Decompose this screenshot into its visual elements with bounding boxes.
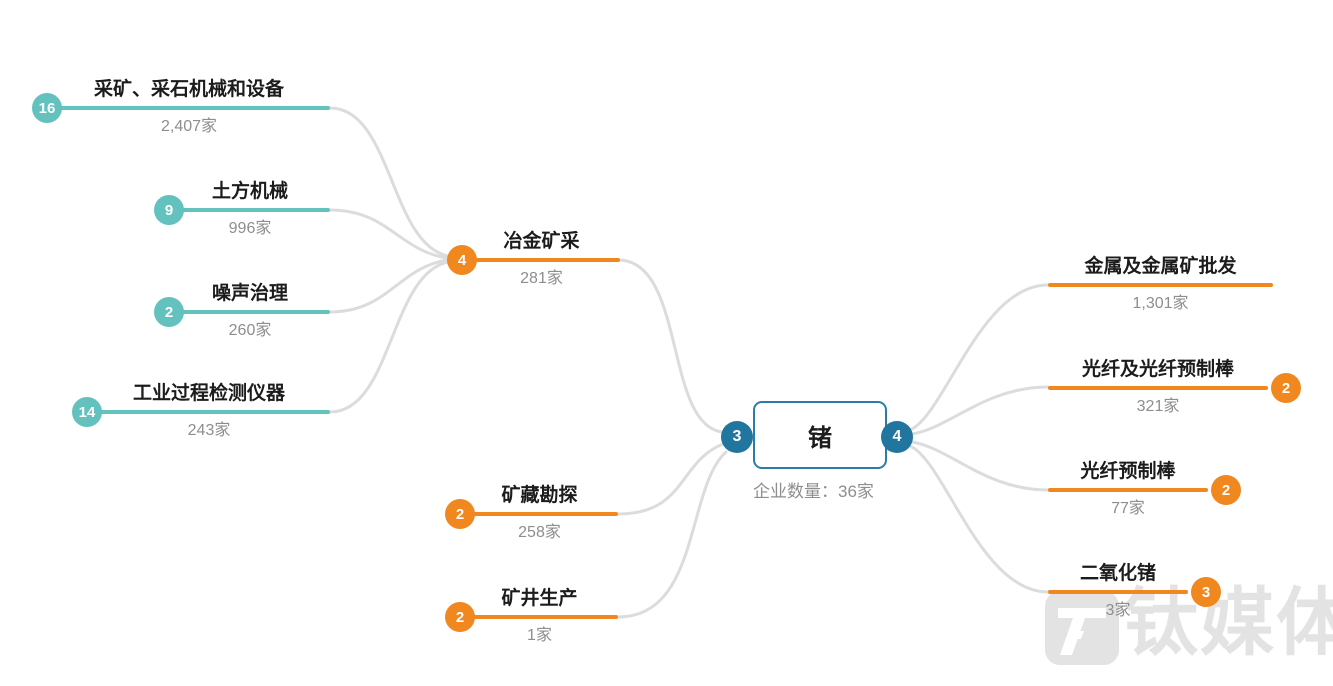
node-count: 321家 — [1136, 398, 1180, 415]
node-metal-wholesale[interactable]: 金属及金属矿批发 1,301家 — [1048, 255, 1273, 314]
node-label[interactable]: 冶金矿采 — [503, 231, 580, 252]
node-germanium-dioxide[interactable]: 二氧化锗 3家 3 — [1048, 562, 1221, 621]
node-label[interactable]: 矿藏勘探 — [501, 485, 578, 506]
node-label[interactable]: 光纤预制棒 — [1080, 461, 1176, 482]
tmtpost-logo-icon — [1045, 591, 1119, 665]
link — [616, 442, 725, 516]
node-label[interactable]: 土方机械 — [211, 181, 288, 202]
node-earthmoving-machinery[interactable]: 土方机械 996家 9 — [154, 180, 330, 239]
center-node-germanium[interactable]: 锗 — [753, 401, 887, 469]
node-underline — [48, 106, 330, 110]
node-badge[interactable]: 9 — [154, 195, 184, 225]
node-label[interactable]: 工业过程检测仪器 — [132, 383, 285, 404]
node-count: 258家 — [518, 524, 561, 541]
node-badge[interactable]: 2 — [154, 297, 184, 327]
node-mine-production[interactable]: 矿井生产 1家 2 — [445, 587, 618, 646]
node-badge[interactable]: 2 — [445, 602, 475, 632]
node-underline — [1048, 386, 1268, 390]
node-count: 1家 — [527, 627, 552, 644]
node-badge[interactable]: 4 — [447, 245, 477, 275]
link — [908, 283, 1050, 432]
node-mineral-exploration[interactable]: 矿藏勘探 258家 2 — [445, 484, 618, 543]
link — [328, 106, 450, 258]
node-badge[interactable]: 14 — [72, 397, 102, 427]
node-underline — [1048, 590, 1188, 594]
node-count: 243家 — [187, 422, 231, 439]
node-mining-quarry-machinery[interactable]: 采矿、采石机械和设备 2,407家 16 — [32, 78, 330, 137]
node-label[interactable]: 金属及金属矿批发 — [1084, 256, 1237, 277]
node-count: 996家 — [228, 220, 272, 237]
node-count: 2,407家 — [160, 118, 218, 135]
node-noise-control[interactable]: 噪声治理 260家 2 — [154, 282, 330, 341]
node-optical-fiber-and-preform[interactable]: 光纤及光纤预制棒 321家 2 — [1048, 358, 1301, 417]
node-underline — [170, 208, 330, 212]
link — [910, 440, 1050, 492]
link — [616, 258, 724, 434]
node-optical-fiber-preform[interactable]: 光纤预制棒 77家 2 — [1048, 460, 1241, 519]
node-label[interactable]: 光纤及光纤预制棒 — [1081, 359, 1234, 380]
node-underline — [1048, 283, 1273, 287]
link — [908, 444, 1050, 594]
center-right-badge[interactable]: 4 — [881, 421, 913, 453]
link — [910, 385, 1050, 436]
center-node-caption: 企业数量：36家 — [753, 482, 874, 501]
link — [328, 258, 449, 314]
node-label[interactable]: 矿井生产 — [501, 588, 578, 609]
node-badge[interactable]: 2 — [445, 499, 475, 529]
link — [328, 260, 450, 414]
node-underline — [170, 310, 330, 314]
node-industrial-process-instruments[interactable]: 工业过程检测仪器 243家 14 — [72, 382, 330, 441]
watermark-text: 钛媒体 — [1124, 581, 1333, 664]
center-left-badge[interactable]: 3 — [721, 421, 753, 453]
node-label[interactable]: 采矿、采石机械和设备 — [93, 79, 284, 100]
node-underline — [88, 410, 330, 414]
node-badge[interactable]: 3 — [1191, 577, 1221, 607]
node-count: 260家 — [228, 322, 272, 339]
link — [328, 208, 449, 260]
node-underline — [1048, 488, 1208, 492]
node-underline — [461, 512, 618, 516]
center-node-label: 锗 — [808, 424, 832, 452]
node-badge[interactable]: 16 — [32, 93, 62, 123]
node-count: 1,301家 — [1132, 295, 1189, 312]
node-count: 3家 — [1105, 602, 1131, 619]
node-label[interactable]: 噪声治理 — [211, 283, 288, 304]
node-metallurgical-mining[interactable]: 冶金矿采 281家 4 — [447, 230, 620, 289]
node-underline — [463, 258, 620, 262]
node-badge[interactable]: 2 — [1211, 475, 1241, 505]
node-label[interactable]: 二氧化锗 — [1079, 563, 1156, 584]
link — [616, 450, 728, 619]
node-underline — [461, 615, 618, 619]
node-count: 77家 — [1111, 500, 1145, 517]
node-badge[interactable]: 2 — [1271, 373, 1301, 403]
node-count: 281家 — [520, 270, 563, 287]
